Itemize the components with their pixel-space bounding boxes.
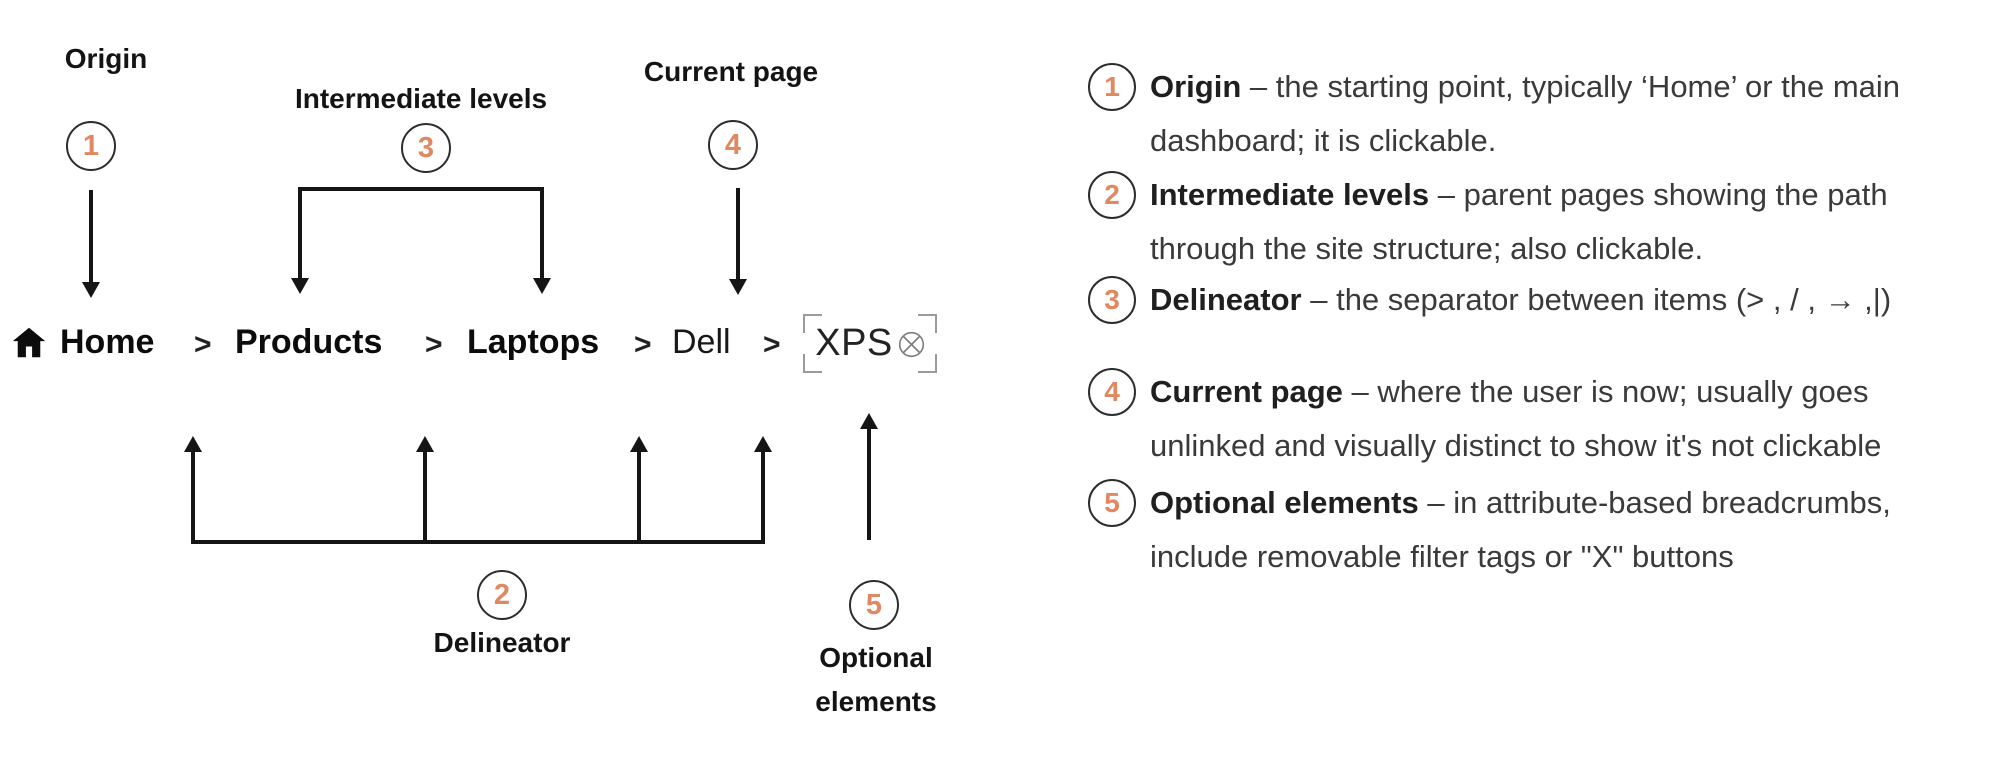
tag-corner-mark bbox=[803, 314, 822, 333]
marker-4-current: 4 bbox=[708, 120, 758, 170]
tag-corner-mark bbox=[918, 354, 937, 373]
legend-item-1-number: 1 bbox=[1088, 63, 1136, 111]
legend-text-line: through the site structure; also clickab… bbox=[1150, 231, 1704, 266]
tag-corner-mark bbox=[803, 354, 822, 373]
legend-item-3-number: 3 bbox=[1088, 276, 1136, 324]
legend-text-line: Optional elements – in attribute-based b… bbox=[1150, 485, 1891, 520]
origin-label: Origin bbox=[64, 43, 148, 74]
legend-text-line: include removable filter tags or "X" but… bbox=[1150, 539, 1734, 574]
home-icon[interactable] bbox=[12, 327, 46, 358]
legend-text-line: Current page – where the user is now; us… bbox=[1150, 374, 1869, 409]
breadcrumb-separator: > bbox=[763, 328, 781, 361]
optional-elements-label-line2: elements bbox=[815, 686, 937, 717]
intermediate-levels-bracket bbox=[291, 187, 551, 294]
intermediate-levels-label: Intermediate levels bbox=[294, 83, 548, 114]
breadcrumb-item-products[interactable]: Products bbox=[235, 323, 383, 361]
legend-item-delineator: 3 Delineator – the separator between ite… bbox=[1088, 273, 1891, 327]
optional-elements-label: Optional elements bbox=[815, 636, 936, 724]
current-page-label: Current page bbox=[643, 56, 819, 87]
marker-5-optional: 5 bbox=[849, 580, 899, 630]
legend-item-5-number: 5 bbox=[1088, 479, 1136, 527]
tag-corner-mark bbox=[918, 314, 937, 333]
legend-item-4-number: 4 bbox=[1088, 368, 1136, 416]
breadcrumb-separator: > bbox=[194, 328, 212, 361]
breadcrumb-item-laptops[interactable]: Laptops bbox=[467, 323, 600, 361]
breadcrumb-item-dell: Dell bbox=[672, 323, 731, 361]
delineator-label: Delineator bbox=[433, 627, 571, 658]
legend-item-origin: 1 Origin – the starting point, typically… bbox=[1088, 60, 1900, 168]
breadcrumb-item-xps: XPS bbox=[815, 322, 893, 364]
marker-3-intermediate: 3 bbox=[401, 123, 451, 173]
breadcrumb-separator: > bbox=[425, 328, 443, 361]
legend-text-line: Origin – the starting point, typically ‘… bbox=[1150, 69, 1901, 104]
legend-text-line: dashboard; it is clickable. bbox=[1150, 123, 1497, 158]
optional-elements-label-line1: Optional bbox=[819, 642, 933, 673]
marker-1-origin: 1 bbox=[66, 121, 116, 171]
breadcrumb-item-home[interactable]: Home bbox=[60, 323, 155, 361]
marker-2-delineator: 2 bbox=[477, 570, 527, 620]
legend-text-line: Delineator – the separator between items… bbox=[1150, 282, 1892, 317]
legend-text-line: Intermediate levels – parent pages showi… bbox=[1150, 177, 1888, 212]
optional-elements-arrow bbox=[860, 413, 878, 540]
legend-item-intermediate-levels: 2 Intermediate levels – parent pages sho… bbox=[1088, 168, 1888, 276]
remove-filter-icon[interactable] bbox=[898, 331, 925, 358]
legend-item-optional-elements: 5 Optional elements – in attribute-based… bbox=[1088, 476, 1891, 584]
legend-item-current-page: 4 Current page – where the user is now; … bbox=[1088, 365, 1881, 473]
breadcrumb-filter-tag: XPS bbox=[803, 314, 937, 373]
legend-item-2-number: 2 bbox=[1088, 171, 1136, 219]
current-page-arrow bbox=[729, 188, 747, 295]
annotation-arrows bbox=[82, 187, 878, 544]
origin-arrow bbox=[82, 190, 100, 298]
breadcrumb-separator: > bbox=[634, 328, 652, 361]
legend-text-line: unlinked and visually distinct to show i… bbox=[1150, 428, 1882, 463]
delineator-bracket bbox=[184, 436, 772, 544]
